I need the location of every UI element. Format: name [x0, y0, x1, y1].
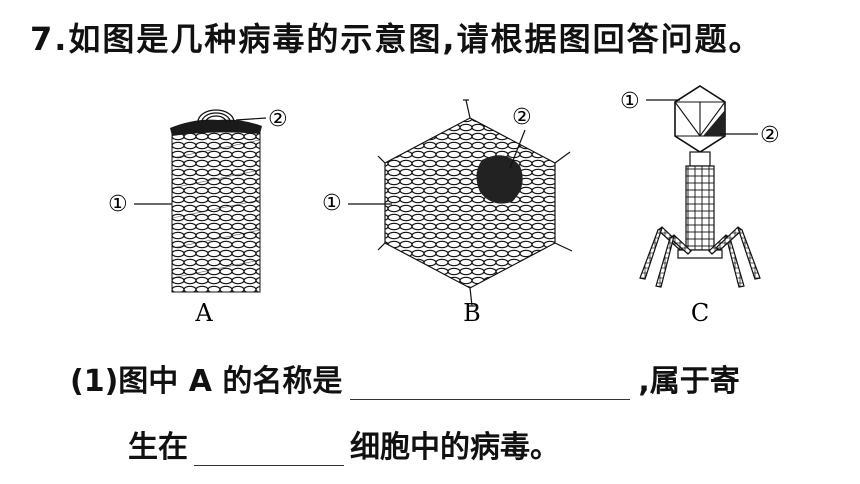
question-title: 7.如图是几种病毒的示意图,请根据图回答问题。 [30, 20, 763, 58]
virus-b-label-2: ② [512, 105, 532, 130]
virus-c-label-1: ① [620, 89, 640, 114]
virus-a-label-1: ① [108, 192, 128, 217]
virus-c: ① ② C [620, 85, 780, 327]
virus-a-label-2: ② [268, 107, 288, 132]
question-part-1: (1)图中 A 的名称是 ,属于寄 [70, 356, 740, 400]
virus-c-label-2: ② [760, 123, 780, 148]
part1-prefix: (1)图中 A 的名称是 [70, 364, 343, 399]
question-part-1-continued: 生在 细胞中的病毒。 [128, 422, 560, 466]
part2-prefix: 生在 [128, 430, 188, 465]
virus-b-caption: B [463, 299, 481, 327]
virus-figure: ② ① A ② ① [100, 78, 800, 333]
virus-b-label-1: ① [322, 191, 342, 216]
answer-blank-2[interactable] [194, 435, 344, 466]
virus-b: ② ① B [322, 99, 573, 327]
virus-a: ② ① A [108, 107, 288, 327]
answer-blank-1[interactable] [350, 369, 631, 400]
virus-a-caption: A [194, 299, 213, 327]
virus-c-caption: C [691, 299, 709, 327]
part2-suffix: 细胞中的病毒。 [350, 430, 560, 465]
part1-suffix: ,属于寄 [638, 364, 740, 399]
